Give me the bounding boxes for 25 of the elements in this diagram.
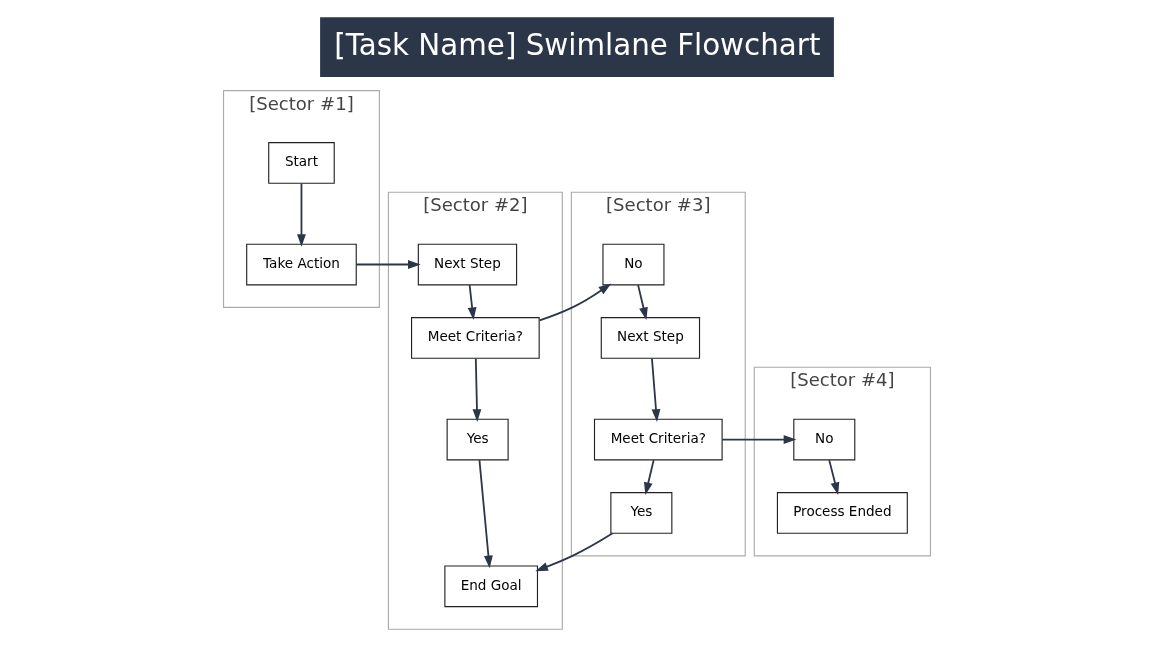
arrow <box>828 459 840 496</box>
node-box: Meet Criteria? <box>411 317 540 359</box>
node-box: Yes <box>446 418 509 461</box>
node-box: Meet Criteria? <box>593 418 723 461</box>
node-box: Next Step <box>417 243 518 286</box>
arrow <box>637 284 648 321</box>
arrow <box>643 459 655 496</box>
node-box: End Goal <box>444 565 539 608</box>
node-box: Process Ended <box>776 492 908 534</box>
arrow <box>467 284 477 321</box>
arrow <box>478 459 493 569</box>
diagram-title: [Task Name] Swimlane Flowchart <box>334 27 821 62</box>
arrow <box>355 260 421 269</box>
node-box: Take Action <box>246 243 357 286</box>
arrow <box>472 357 482 422</box>
arrow <box>651 357 661 422</box>
arrow <box>538 283 612 322</box>
node-box: No <box>602 243 665 286</box>
arrow <box>297 182 306 247</box>
node-box: No <box>793 418 856 461</box>
node-box: Yes <box>610 492 673 534</box>
node-box: Start <box>268 142 335 184</box>
arrow <box>535 532 614 572</box>
node-box: Next Step <box>600 317 701 359</box>
arrow <box>721 435 797 444</box>
